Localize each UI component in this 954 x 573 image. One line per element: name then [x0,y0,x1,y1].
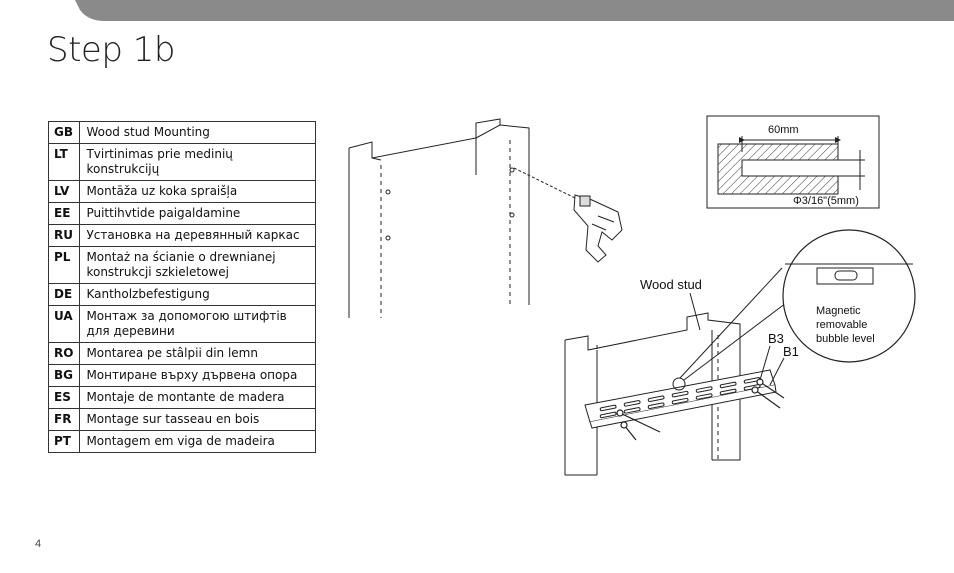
language-text: Установка на деревянный каркас [79,224,316,247]
language-code: BG [47,364,81,387]
bracket-slot [671,397,689,405]
screws [616,378,785,441]
depth-detail-inset: 60mm Φ3/16"(5mm) [706,115,880,209]
part-b1-label: B1 [783,344,799,359]
page-number: 4 [35,538,42,550]
bracket-slot [647,395,665,402]
bracket-slot [599,411,617,419]
language-text: Монтиране върху дървена опора [79,364,316,387]
bracket-slot [623,407,641,414]
language-text: Montaje de montante de madera [79,386,316,409]
level-label-line3: bubble level [816,333,875,345]
bracket-slot [695,393,713,400]
bracket-slot [599,404,617,412]
language-code: PL [47,246,81,284]
language-code: RO [47,342,81,365]
bracket-slot [719,381,737,389]
language-text: Монтаж за допомогою штифтів для деревини [79,305,316,343]
level-label-line2: removable [816,319,867,331]
language-text: Puittihvtide paigaldamine [79,202,316,225]
wood-stud-label: Wood stud [640,277,702,292]
language-text: Montagem em viga de madeira [79,430,316,453]
bracket-slot [623,400,641,407]
page-title: Step 1b [47,30,175,70]
language-text: Kantholzbefestigung [79,283,316,306]
upper-wall-outline [348,118,530,318]
depth-label: 60mm [768,124,799,136]
drill-icon [513,167,623,263]
language-code: RU [47,224,81,247]
language-text: Tvirtinimas prie medinių konstrukcijų [79,143,316,181]
language-code: UA [47,305,81,343]
part-b3-label: B3 [768,331,784,346]
bracket-slot [671,390,689,398]
language-code: PT [47,430,81,453]
bracket-slot [647,402,665,409]
bubble-level-zoom: Magnetic removable bubble level [672,229,916,391]
bracket-slot [695,386,713,393]
drill-size-label: Φ3/16"(5mm) [793,195,859,207]
level-label-line1: Magnetic [816,305,861,317]
language-text: Montaż na ścianie o drewnianej konstrukc… [79,246,316,284]
top-band [75,0,954,21]
bracket-slot [719,388,737,396]
